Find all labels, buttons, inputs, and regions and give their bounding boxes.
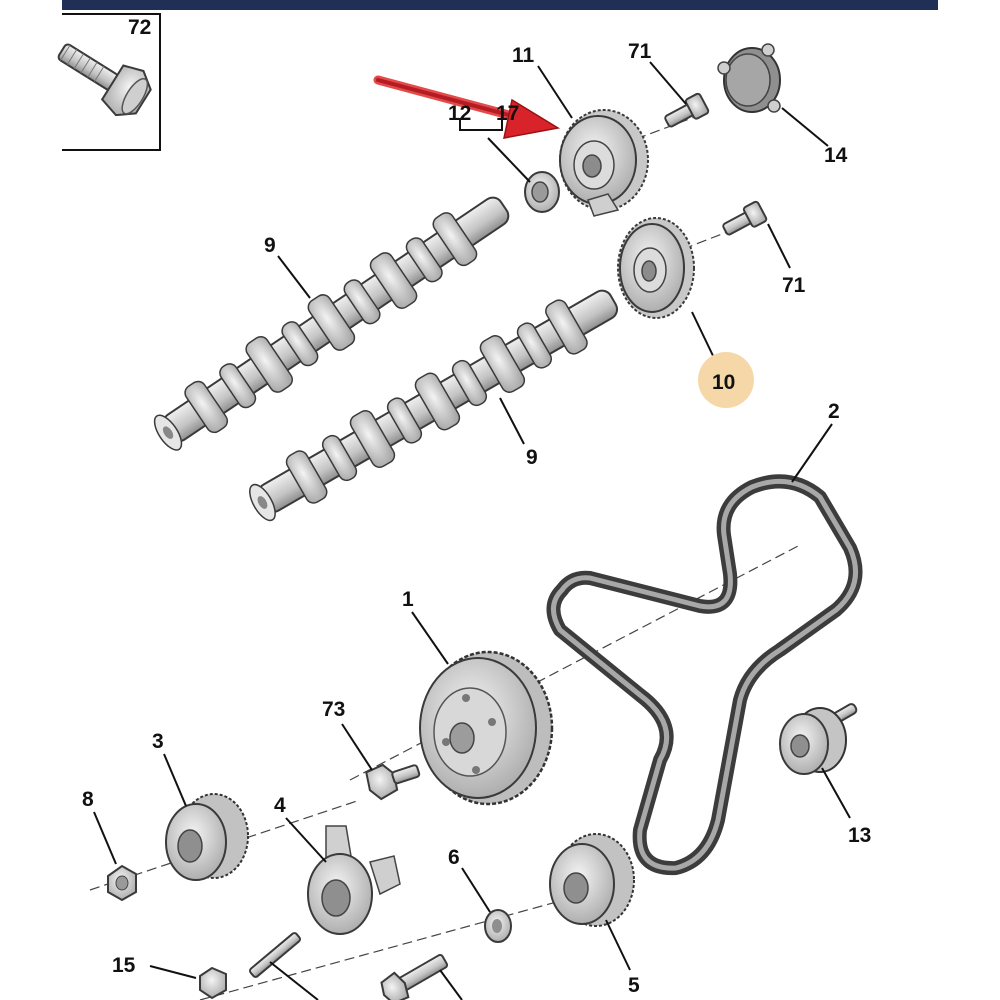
- bolt-73: [365, 763, 421, 801]
- idler-roller-13: [779, 703, 858, 775]
- idler-pulley-3: [165, 793, 249, 881]
- callout-13: 13: [848, 824, 871, 847]
- bolt-72-icon: [57, 43, 152, 117]
- callout-15: 15: [112, 954, 136, 977]
- callout-10: 10: [712, 371, 735, 394]
- bolt-71-lower: [722, 200, 768, 236]
- highlight-circle-10: [698, 352, 754, 408]
- cover-plate-14: [717, 43, 781, 113]
- camshaft-gear-10: [617, 217, 695, 319]
- crank-sprocket-1: [419, 650, 554, 806]
- callout-2: 2: [828, 400, 840, 423]
- washer-6: [484, 909, 512, 943]
- callout-4: 4: [274, 794, 286, 817]
- bracket-12-17: [459, 118, 503, 131]
- callout-12: 12: [448, 102, 471, 125]
- callout-17: 17: [496, 102, 519, 125]
- callout-8: 8: [82, 788, 94, 811]
- callout-3: 3: [152, 730, 164, 753]
- callout-labels: 72 11 71 12 17 14 9 71 10 9 2 1 73 3 8 4…: [82, 16, 871, 997]
- leader-lines: [93, 61, 851, 1000]
- callout-71-upper: 71: [628, 40, 652, 63]
- callout-6: 6: [448, 846, 460, 869]
- bolt-71-upper: [664, 92, 710, 128]
- camshaft-gear-11: [559, 109, 649, 217]
- header-bar: [62, 0, 938, 10]
- callout-72: 72: [128, 16, 151, 39]
- tensioner-4: [307, 825, 401, 935]
- callout-71-lower: 71: [782, 274, 806, 297]
- callout-9-lower: 9: [526, 446, 538, 469]
- nut-15: [199, 966, 227, 1000]
- washer-12: [524, 171, 560, 213]
- timing-belt-2: [546, 474, 863, 876]
- callout-5: 5: [628, 974, 640, 997]
- bolt-lower-center: [380, 954, 449, 1000]
- camshaft-lower: [249, 289, 619, 522]
- nut-8: [107, 864, 137, 902]
- red-arrow-icon: [373, 75, 561, 139]
- stud-lower-left: [249, 932, 301, 978]
- callout-9-upper: 9: [264, 234, 276, 257]
- camshaft-upper: [153, 196, 510, 451]
- inset-box-72: [57, 13, 161, 151]
- callout-11: 11: [512, 44, 535, 67]
- callout-14: 14: [824, 144, 848, 167]
- callout-1: 1: [402, 588, 414, 611]
- callout-73: 73: [322, 698, 345, 721]
- sprocket-5: [549, 833, 635, 927]
